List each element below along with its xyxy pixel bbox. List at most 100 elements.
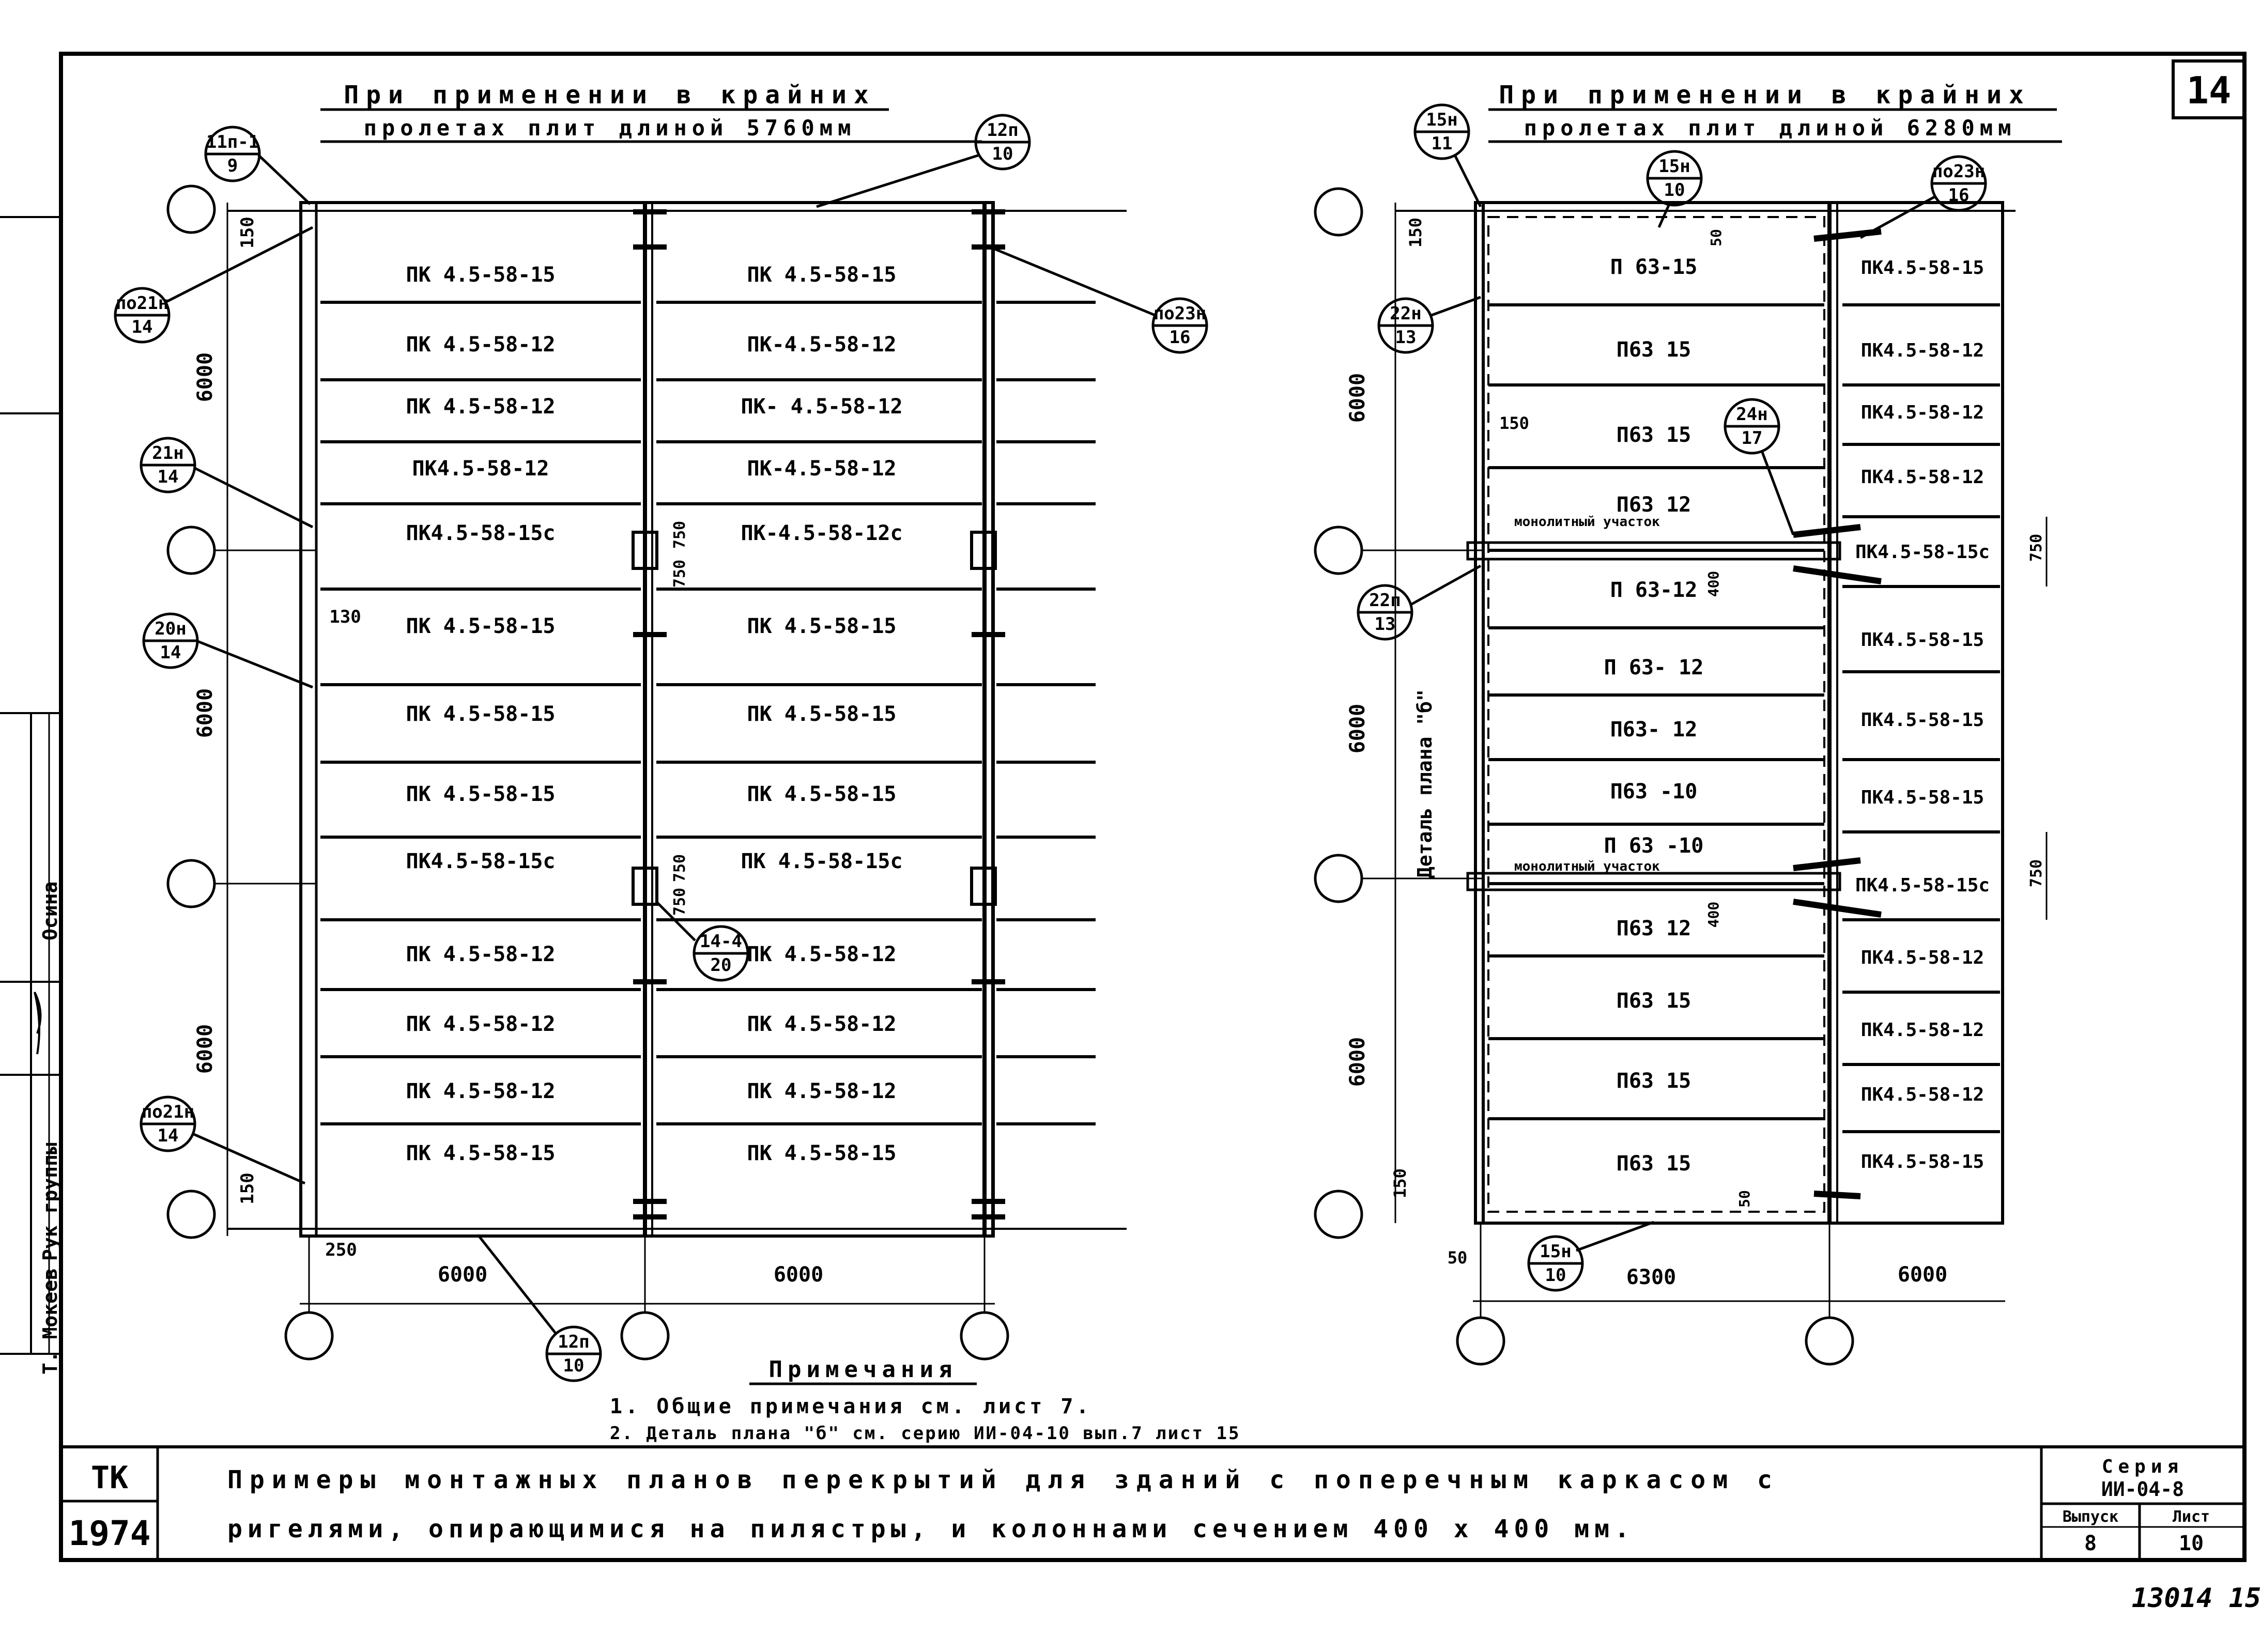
tb-series-label: Серия xyxy=(2102,1456,2183,1477)
tb-series-value: ИИ-04-8 xyxy=(2101,1478,2184,1501)
left-panel-c2-4: ПК-4.5-58-12 xyxy=(747,457,897,481)
right-panel-c2-9: ПК4.5-58-15с xyxy=(1855,875,1990,896)
right-callout-6 xyxy=(1357,564,1482,641)
notes-line1: 1. Общие примечания см. лист 7. xyxy=(610,1395,1092,1418)
left-panel-c2-2: ПК-4.5-58-12 xyxy=(747,333,897,357)
right-panel-c1-6: П 63- 12 xyxy=(1604,656,1704,680)
left-dim-s3: 750 xyxy=(671,560,689,588)
right-panel-c1-7: П63- 12 xyxy=(1610,718,1698,742)
right-title-line1: При применении в крайних xyxy=(1499,81,2031,110)
left-panel-c1-9: ПК4.5-58-15с xyxy=(406,850,556,873)
left-callout-8-bottom: 14 xyxy=(158,1125,179,1146)
side-stamp: Т. Мокеев Рук группы Осина xyxy=(0,216,61,1375)
right-dim-s9: 150 xyxy=(1390,1168,1410,1198)
right-dim-s2: 50 xyxy=(1708,229,1725,246)
left-plan: При применении в крайних пролетах плит д… xyxy=(114,81,1208,1382)
left-dim-b1: 250 xyxy=(325,1240,357,1260)
notes: Примечания 1. Общие примечания см. лист … xyxy=(610,1356,1239,1444)
left-callout-9 xyxy=(477,1234,602,1382)
right-callout-3-top: по23н xyxy=(1932,161,1985,182)
left-callout-5-bottom: 14 xyxy=(158,467,179,487)
left-callout-4 xyxy=(992,246,1208,354)
left-callout-2-top: 12п xyxy=(987,120,1018,141)
left-panel-c1-2: ПК 4.5-58-12 xyxy=(406,333,556,357)
left-panel-c2-11: ПК 4.5-58-12 xyxy=(747,1012,897,1036)
right-dim-s8: 50 xyxy=(1736,1190,1753,1208)
right-panel-c2-13: ПК4.5-58-15 xyxy=(1861,1151,1984,1172)
right-panel-c1-12: П63 15 xyxy=(1617,1069,1691,1093)
sheet-number: 14 xyxy=(2187,69,2232,112)
left-panel-c2-6: ПК 4.5-58-15 xyxy=(747,614,897,638)
right-callout-7-top: 15н xyxy=(1540,1241,1571,1262)
left-panel-c2-3: ПК- 4.5-58-12 xyxy=(741,395,902,419)
left-panel-c1-8: ПК 4.5-58-15 xyxy=(406,782,556,806)
right-plan: При применении в крайних пролетах плит д… xyxy=(1314,81,2062,1366)
right-panel-c1-8: П63 -10 xyxy=(1610,780,1698,804)
left-dim-b2: 6000 xyxy=(438,1263,487,1287)
left-dim-v3: 6000 xyxy=(193,1024,217,1074)
stamp-name-1: Т. Мокеев xyxy=(39,1268,61,1375)
left-dim-v2: 6000 xyxy=(193,688,217,738)
left-panel-c1-11: ПК 4.5-58-12 xyxy=(406,1012,556,1036)
right-panel-c1-5: П 63-12 xyxy=(1610,578,1698,602)
right-callout-4 xyxy=(1377,296,1481,354)
tb-issue-label: Выпуск xyxy=(2063,1508,2118,1526)
tb-org: ТК xyxy=(91,1460,128,1496)
right-panel-c2-1: ПК4.5-58-15 xyxy=(1861,257,1984,279)
left-callout-6-bottom: 14 xyxy=(160,642,181,663)
right-callout-2-bottom: 10 xyxy=(1664,180,1685,200)
right-panel-c1-10: П63 12 xyxy=(1617,917,1691,940)
right-callout-6-bottom: 13 xyxy=(1375,614,1396,635)
left-callout-5-top: 21н xyxy=(152,443,183,464)
right-dim-s1: 150 xyxy=(1406,218,1425,248)
stamp-name-2: Рук группы xyxy=(39,1142,61,1261)
right-panel-c1-11: П63 15 xyxy=(1617,989,1691,1013)
tb-sheet-value: 10 xyxy=(2179,1532,2204,1555)
monolith-label-1: монолитный участок xyxy=(1514,514,1660,530)
left-panel-c2-1: ПК 4.5-58-15 xyxy=(747,263,897,287)
right-dim-b3: 6000 xyxy=(1898,1263,1947,1287)
right-panel-c1-4: П63 12 xyxy=(1617,493,1691,517)
left-callout-4-top: по23н xyxy=(1153,303,1206,324)
right-panel-c2-6: ПК4.5-58-15 xyxy=(1861,629,1984,651)
right-panel-c1-9: П 63 -10 xyxy=(1604,834,1704,858)
left-panel-c1-3: ПК 4.5-58-12 xyxy=(406,395,556,419)
left-panel-c1-13: ПК 4.5-58-15 xyxy=(406,1141,556,1165)
left-panel-c2-7: ПК 4.5-58-15 xyxy=(747,702,897,726)
left-panel-c1-5: ПК4.5-58-15с xyxy=(406,521,556,545)
left-callout-1-bottom: 9 xyxy=(227,156,238,176)
right-dim-v1: 6000 xyxy=(1346,373,1370,423)
right-callout-1 xyxy=(1413,103,1482,208)
right-callout-5-bottom: 17 xyxy=(1742,428,1763,449)
left-dim-s2: 750 xyxy=(671,521,689,549)
right-callout-2-top: 15н xyxy=(1658,156,1690,177)
right-callout-3 xyxy=(1859,155,1987,239)
right-callout-7 xyxy=(1527,1221,1654,1292)
tb-caption-line2: ригелями, опирающимися на пилястры, и ко… xyxy=(227,1515,1635,1543)
left-title-line2: пролетах плит длиной 5760мм xyxy=(364,115,856,141)
right-dim-s3: 150 xyxy=(1499,413,1529,433)
left-callout-6 xyxy=(142,612,313,689)
right-dim-s4: 400 xyxy=(1705,571,1722,597)
tb-caption-line1: Примеры монтажных планов перекрытий для … xyxy=(227,1465,1779,1494)
tb-sheet-label: Лист xyxy=(2173,1508,2210,1526)
archive-number: 13014 15 xyxy=(2132,1583,2261,1614)
left-panel-c2-8: ПК 4.5-58-15 xyxy=(747,782,897,806)
right-callout-7-bottom: 10 xyxy=(1545,1265,1566,1286)
right-panel-c2-2: ПК4.5-58-12 xyxy=(1861,340,1984,361)
left-callout-3 xyxy=(114,226,314,344)
left-panel-c2-10: ПК 4.5-58-12 xyxy=(747,943,897,966)
left-dim-s6: 150 xyxy=(237,1172,258,1204)
left-panel-c1-12: ПК 4.5-58-12 xyxy=(406,1079,556,1103)
left-callout-3-bottom: 14 xyxy=(132,317,153,337)
right-dim-s7: 750 xyxy=(2027,859,2045,887)
notes-title: Примечания xyxy=(769,1356,958,1383)
detail-label: Деталь плана "б" xyxy=(1413,689,1436,878)
right-dim-s6: 750 xyxy=(2027,534,2045,562)
left-panel-c1-4: ПК4.5-58-12 xyxy=(412,457,549,481)
right-callout-3-bottom: 16 xyxy=(1948,185,1970,206)
monolith-strip-2 xyxy=(1466,872,1841,891)
tb-issue-value: 8 xyxy=(2084,1532,2097,1555)
right-panel-c2-4: ПК4.5-58-12 xyxy=(1861,467,1984,488)
